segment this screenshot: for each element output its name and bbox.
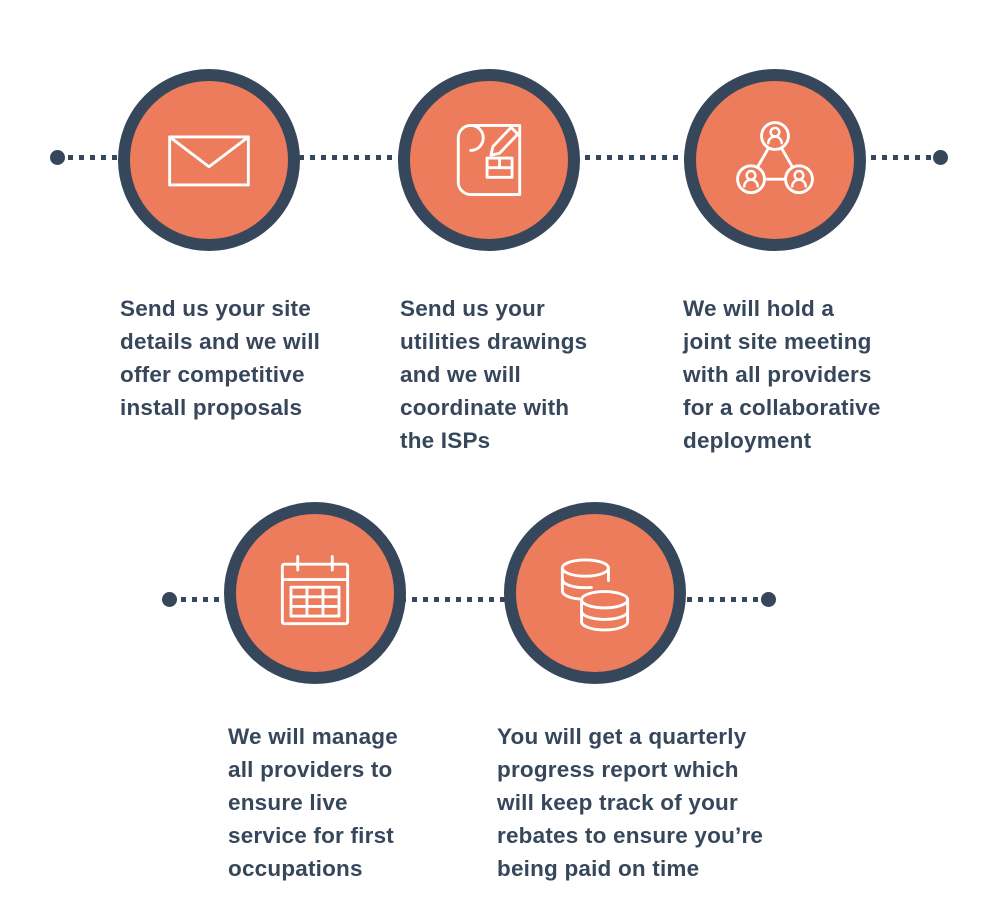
step-5-circle xyxy=(504,502,686,684)
bottom-right-endpoint-dot xyxy=(761,592,776,607)
calendar-icon xyxy=(280,555,350,626)
step-3-circle xyxy=(684,69,866,251)
step-2-circle xyxy=(398,69,580,251)
network-people-icon xyxy=(736,121,814,195)
blueprint-icon xyxy=(456,124,522,196)
step-1-circle xyxy=(118,69,300,251)
top-right-endpoint-dot xyxy=(933,150,948,165)
coins-icon xyxy=(560,558,630,632)
top-left-endpoint-dot xyxy=(50,150,65,165)
step-1-caption: Send us your site details and we will of… xyxy=(120,296,321,420)
step-2-caption: Send us your utilities drawings and we w… xyxy=(400,296,588,453)
bottom-connector-line xyxy=(170,597,762,602)
step-4-caption: We will manage all providers to ensure l… xyxy=(228,724,398,881)
bottom-left-endpoint-dot xyxy=(162,592,177,607)
step-3-caption: We will hold a joint site meeting with a… xyxy=(683,296,881,453)
step-5-caption: You will get a quarterly progress report… xyxy=(497,724,764,881)
step-4-circle xyxy=(224,502,406,684)
envelope-icon xyxy=(168,135,250,187)
